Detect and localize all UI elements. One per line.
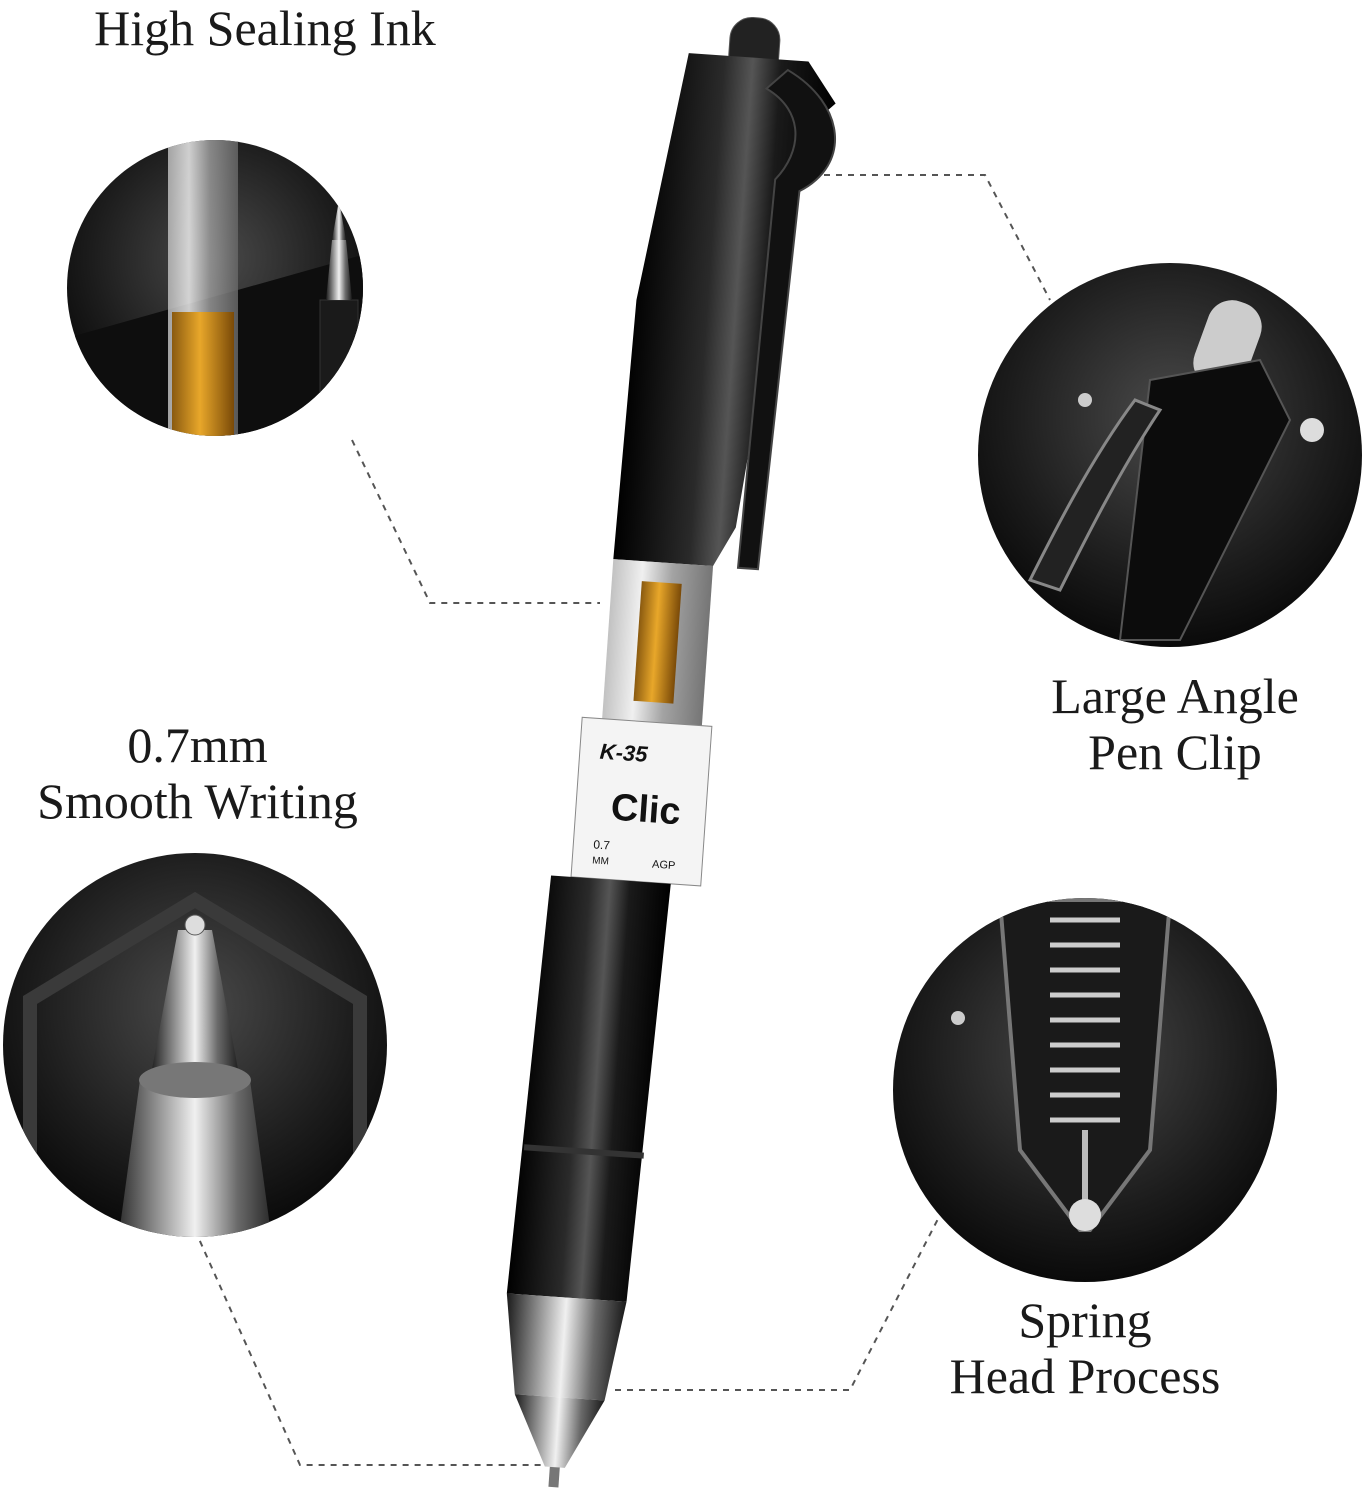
pen-label-code: AGP [652, 859, 676, 873]
gel-pen-main-image: K-35 Clic 0.7 MM AGP [506, 16, 836, 1488]
callout-spring-head: Spring Head Process [915, 1292, 1255, 1404]
connector-ink [351, 439, 600, 604]
connector-writing [194, 1229, 545, 1466]
connector-lines [194, 174, 1051, 1466]
pen-tip-detail-image [3, 853, 387, 1237]
connector-clip [800, 174, 1051, 301]
pen-label-model: K-35 [599, 739, 649, 767]
callout-high-sealing-ink: High Sealing Ink [40, 0, 490, 56]
callout-pen-clip: Large Angle Pen Clip [1010, 668, 1340, 780]
callout-clip-line2: Pen Clip [1088, 724, 1262, 780]
callout-spring-line1: Spring [1018, 1292, 1152, 1348]
callout-clip-line1: Large Angle [1051, 668, 1299, 724]
pen-label-size-unit: MM [592, 855, 609, 867]
callout-spring-line2: Head Process [949, 1348, 1221, 1404]
callout-ink-line1: High Sealing Ink [94, 0, 436, 56]
callout-writing-line1: 0.7mm [127, 717, 268, 773]
pen-clip-detail-image [978, 263, 1362, 647]
connector-spring [615, 1214, 941, 1391]
ink-refill-detail-image [67, 140, 363, 436]
pen-label-brand: Clic [610, 787, 682, 834]
spring-head-detail-image [893, 898, 1277, 1282]
callout-smooth-writing: 0.7mm Smooth Writing [0, 717, 395, 829]
pen-label-size: 0.7 [593, 837, 611, 852]
callout-writing-line2: Smooth Writing [37, 773, 358, 829]
